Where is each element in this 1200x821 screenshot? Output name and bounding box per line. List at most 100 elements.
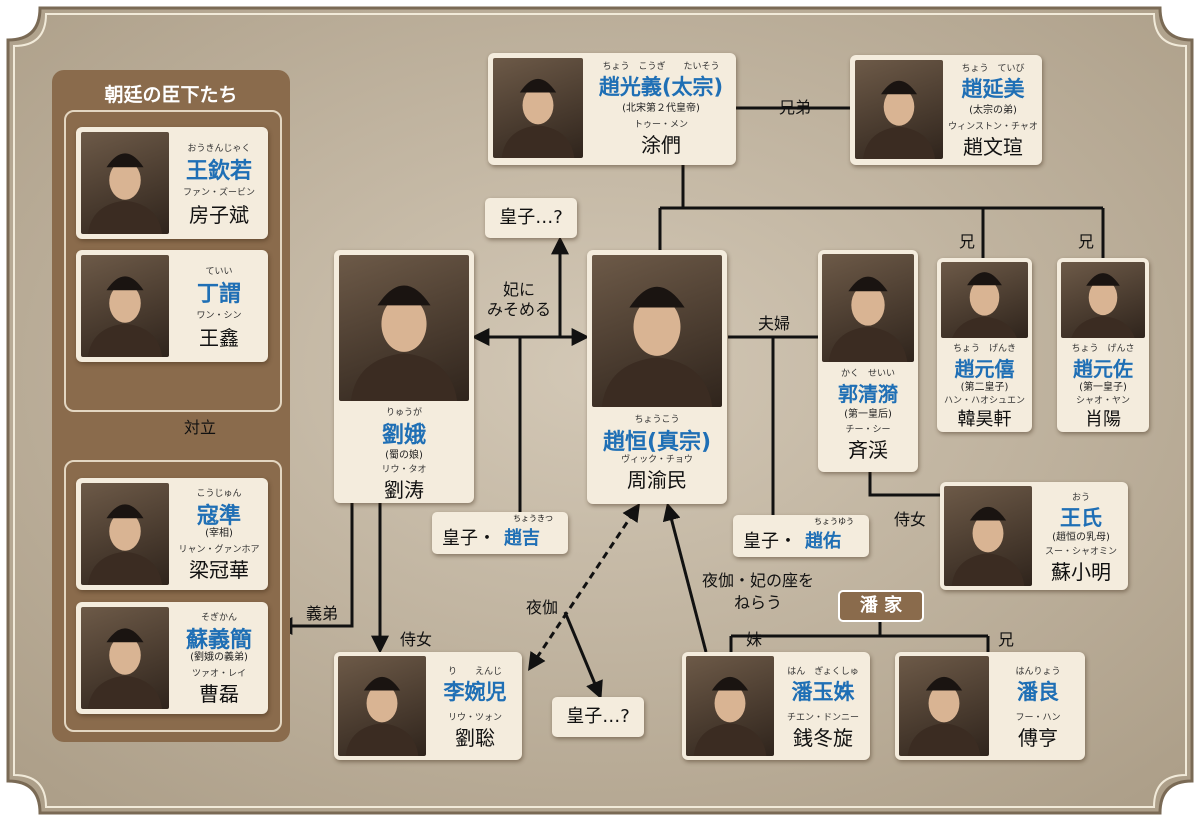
card-taizong: ちょう こうぎ たいそう 趙光義(太宗) (北宋第２代皇帝) トゥー・メン 涂們 [488, 53, 736, 165]
ruby: おうきんじゃく [187, 144, 251, 154]
name: 趙佑 [805, 531, 841, 552]
zhaoyuanxi-photo [941, 262, 1028, 338]
zhaoyuanzuo-photo [1061, 262, 1145, 338]
card-liwaner: り えんじ 李婉児 リウ・ツォン 劉聡 [334, 652, 522, 760]
panyushu-photo [686, 656, 774, 756]
zhaoyanmei-photo [855, 60, 943, 159]
ruby: ちょうきつ [513, 514, 553, 523]
card-dingwei: ていい 丁謂 ワン・シン 王鑫 [76, 250, 268, 362]
ruby: りゅうが [385, 408, 422, 418]
card-zhenzong: ちょうこう 趙恒(真宗) ヴィック・チョウ 周渝民 [587, 250, 727, 504]
dingwei-photo [81, 255, 169, 357]
actor-ruby: ウィンストン・チャオ [948, 122, 1038, 132]
actor: 傅亨 [1018, 726, 1058, 750]
portrait-silhouette [1071, 273, 1135, 338]
role: (劉娥の義弟) [190, 652, 248, 663]
ruby: ちょう こうぎ たいそう [602, 62, 720, 72]
kouzhun-photo [81, 483, 169, 585]
role: (第一皇后) [844, 409, 892, 420]
portrait-silhouette [87, 504, 163, 585]
ruby: かく せいい [840, 369, 895, 379]
label-brothers: 兄弟 [778, 98, 811, 117]
name: 趙元佐 [1073, 357, 1133, 381]
actor: 王鑫 [199, 326, 239, 350]
portrait-silhouette [952, 272, 1017, 338]
portrait-silhouette [345, 676, 419, 756]
name: 趙延美 [961, 77, 1025, 101]
actor: 曹磊 [199, 682, 239, 706]
tag-prince-zhaoyou: ちょうゆう 皇子・ 趙佑 [733, 515, 869, 557]
role: (第二皇子) [960, 382, 1009, 393]
actor-ruby: トゥー・メン [633, 120, 688, 130]
name: 李婉児 [443, 680, 507, 704]
name: 趙光義(太宗) [598, 75, 724, 99]
label-maid-1: 侍女 [399, 630, 432, 649]
liwaner-photo [338, 656, 426, 756]
line1: 夜伽・妃の座を [701, 571, 814, 590]
liue-photo [339, 255, 469, 401]
name: 潘玉姝 [791, 680, 855, 704]
role: (第一皇子) [1079, 382, 1127, 393]
ruby: ちょう ていび [961, 64, 1025, 74]
label-oppose: 対立 [183, 418, 216, 437]
ruby: はんりょう [1015, 667, 1061, 677]
actor-ruby: ヴィック・チョウ [621, 455, 693, 465]
card-panyushu: はん ぎょくしゅ 潘玉姝 チエン・ドンニー 銭冬旋 [682, 652, 870, 760]
role: (宰相) [205, 528, 233, 539]
role: (蜀の娘) [385, 450, 423, 461]
ruby: ちょうこう [634, 415, 680, 425]
actor: 劉聡 [455, 726, 495, 750]
name: 潘良 [1017, 680, 1059, 704]
actor: 周渝民 [627, 468, 687, 492]
actor-ruby: ツァオ・レイ [191, 669, 246, 679]
prefix: 皇子・ [442, 528, 496, 549]
name: 趙恒(真宗) [602, 430, 712, 455]
actor: 趙文瑄 [963, 135, 1023, 159]
panliang-photo [899, 656, 989, 756]
tag-prince-unknown-1: 皇子…? [485, 198, 577, 238]
actor: 涂們 [641, 133, 681, 157]
actor-ruby: シャオ・ヤン [1075, 396, 1130, 406]
name: 郭清漪 [838, 382, 898, 406]
label-night-service-2: 夜伽・妃の座を ねらう [688, 570, 828, 614]
pan-family-badge: 潘 家 [838, 590, 924, 622]
ruby: ていい [205, 267, 233, 277]
wangqinruo-photo [81, 132, 169, 234]
tag-prince-zhaoji: ちょうきつ 皇子・ 趙吉 [432, 512, 568, 554]
role: (太宗の弟) [969, 105, 1017, 116]
portrait-silhouette [87, 276, 163, 357]
portrait-silhouette [951, 506, 1025, 586]
prefix: 皇子・ [743, 531, 797, 552]
actor: 梁冠華 [189, 558, 249, 582]
actor-ruby: リウ・タオ [381, 465, 427, 475]
zhenzong-photo [592, 255, 722, 407]
name: 趙元僖 [954, 357, 1015, 381]
card-wangshi: おう 王氏 (趙恒の乳母) スー・シャオミン 蘇小明 [940, 482, 1128, 590]
allies-group-box [64, 110, 282, 412]
actor: 房子斌 [189, 203, 249, 227]
label-choose-consort: 妃に みそめる [474, 280, 564, 320]
actor-ruby: ファン・ズービン [182, 188, 255, 198]
name: 趙吉 [504, 528, 540, 549]
ruby: ちょう げんさ [1071, 344, 1135, 354]
label-elder-brother-2: 兄 [1077, 232, 1094, 251]
card-zhaoyuanzuo: ちょう げんさ 趙元佐 (第一皇子) シャオ・ヤン 肖陽 [1057, 258, 1149, 432]
label-elder-brother-1: 兄 [958, 232, 975, 251]
name: 寇準 [196, 504, 241, 529]
actor-ruby: リウ・ツォン [447, 713, 502, 723]
line2: ねらう [733, 593, 782, 612]
guoqingyi-photo [822, 254, 914, 362]
wangshi-photo [944, 486, 1032, 586]
actor: 肖陽 [1085, 409, 1121, 430]
actor: 韓昊軒 [957, 409, 1012, 430]
line2: みそめる [486, 300, 551, 319]
ruby: おう [1071, 493, 1090, 503]
ruby: り えんじ [447, 667, 502, 677]
role: (北宋第２代皇帝) [622, 103, 700, 114]
actor-ruby: チー・シー [845, 425, 891, 435]
tag-prince-unknown-2: 皇子…? [552, 697, 644, 737]
portrait-silhouette [501, 78, 575, 158]
name: 王氏 [1060, 506, 1102, 530]
actor-ruby: チエン・ドンニー [786, 713, 859, 723]
